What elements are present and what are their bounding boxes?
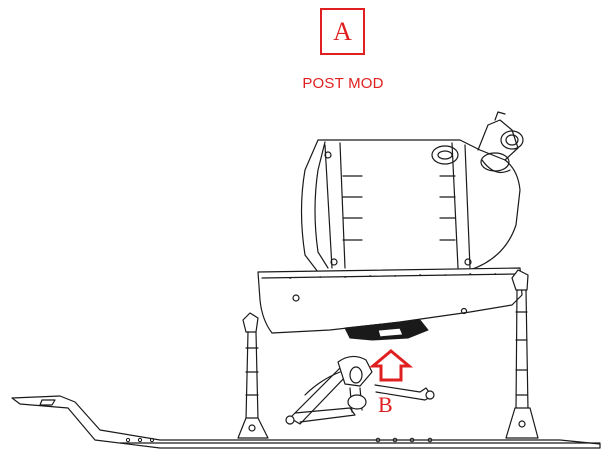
- view-label-a: A: [320, 8, 365, 55]
- floor-beam: [11, 395, 601, 449]
- cross-panel: [257, 267, 523, 341]
- post-mod-caption: POST MOD: [302, 75, 384, 92]
- fuel-tank: [300, 111, 524, 273]
- arrow-up-icon: [368, 349, 414, 382]
- right-strut: [505, 269, 539, 439]
- lower-linkage: [285, 355, 435, 425]
- left-strut: [237, 312, 269, 439]
- callout-label-b: B: [378, 392, 393, 417]
